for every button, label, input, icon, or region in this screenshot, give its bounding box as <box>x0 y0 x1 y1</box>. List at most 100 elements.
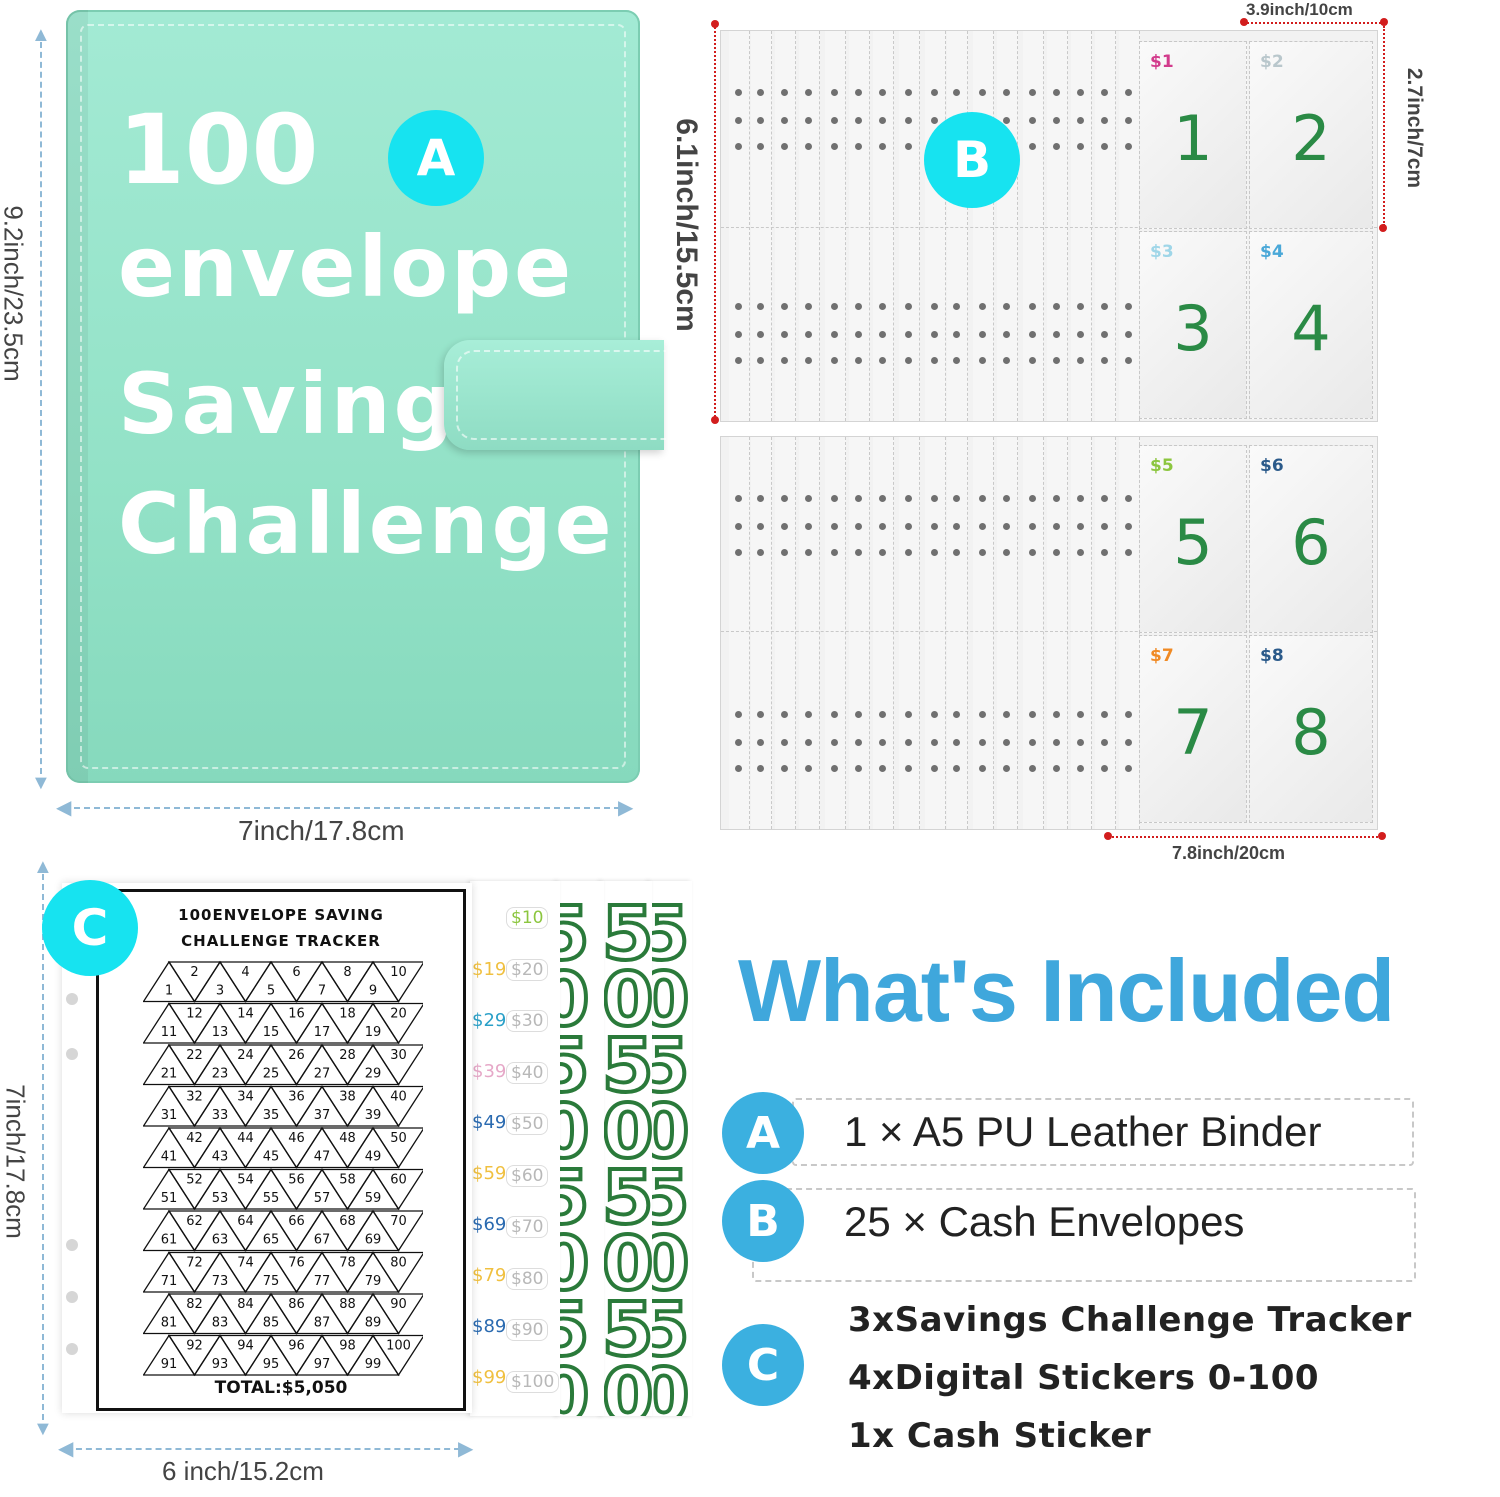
punch-hole <box>805 495 812 502</box>
punch-hole <box>757 765 764 772</box>
tracker-triangle[interactable] <box>371 961 423 1003</box>
sheet-width-label: 7.8inch/20cm <box>1172 843 1286 863</box>
digit-sticker: 5 <box>556 889 591 979</box>
envelope-edge <box>1023 437 1044 829</box>
punch-hole <box>1053 89 1060 96</box>
digit-sticker: 0 <box>600 1351 652 1416</box>
cash-sticker: $60 <box>506 1164 549 1187</box>
punch-hole <box>735 739 742 746</box>
pocket-tag: $3 <box>1150 242 1174 262</box>
punch-hole <box>1077 523 1084 530</box>
punch-hole <box>831 143 838 150</box>
tracker-triangle[interactable] <box>371 1168 423 1211</box>
envelope-pocket-7: $7 7 <box>1139 635 1247 823</box>
tracker-triangle[interactable] <box>371 1002 423 1045</box>
punch-hole <box>781 711 788 718</box>
punch-hole <box>781 331 788 338</box>
punch-hole <box>781 495 788 502</box>
punch-hole <box>1029 357 1036 364</box>
cash-sticker: $100 <box>506 1370 560 1393</box>
punch-hole <box>757 549 764 556</box>
tracker-number: 52 <box>186 1173 203 1188</box>
tracker-number: 13 <box>212 1025 229 1040</box>
tracker-triangle[interactable] <box>371 1210 423 1252</box>
envelope-pocket-2: $2 2 <box>1249 41 1373 229</box>
envelope-edge <box>1119 437 1140 829</box>
punch-hole <box>879 357 886 364</box>
tracker-triangle[interactable] <box>371 1334 423 1377</box>
punch-hole <box>1053 117 1060 124</box>
tracker-triangle[interactable] <box>371 1293 423 1335</box>
tracker-number: 56 <box>288 1173 305 1188</box>
cover-title-envelope: envelope <box>118 218 575 316</box>
punch-hole <box>805 523 812 530</box>
digit-sticker: 5 <box>556 1285 591 1375</box>
punch-hole <box>805 303 812 310</box>
binder-height-dimension-line <box>40 32 42 784</box>
punch-hole <box>1029 303 1036 310</box>
tracker-number: 62 <box>186 1214 203 1229</box>
punch-hole <box>1101 495 1108 502</box>
tracker-number: 73 <box>212 1274 229 1289</box>
punch-hole <box>735 117 742 124</box>
pocket-width-label: 3.9inch/10cm <box>1246 0 1353 19</box>
tracker-number: 24 <box>237 1048 254 1063</box>
envelope-height-label: 6.1inch/15.5cm <box>670 118 703 332</box>
digit-sticker: 0 <box>648 1219 691 1309</box>
tracker-number: 86 <box>288 1297 305 1312</box>
punch-hole <box>855 143 862 150</box>
digit-sticker: 0 <box>648 1351 691 1416</box>
tracker-number: 50 <box>390 1131 407 1146</box>
tracker-title-line2: CHALLENGE TRACKER <box>181 932 381 950</box>
tracker-number: 2 <box>190 965 198 980</box>
envelope-edge <box>729 437 750 829</box>
punch-hole <box>855 765 862 772</box>
cash-sticker: $69 <box>472 1214 507 1235</box>
tracker-triangle[interactable] <box>371 1127 423 1169</box>
tracker-triangle[interactable] <box>371 1251 423 1294</box>
tracker-number: 18 <box>339 1007 356 1022</box>
punch-hole <box>781 143 788 150</box>
digit-sticker: 5 <box>648 1285 691 1375</box>
punch-hole <box>879 331 886 338</box>
punch-hole <box>905 143 912 150</box>
punch-hole <box>1077 765 1084 772</box>
punch-hole <box>757 303 764 310</box>
punch-hole <box>931 331 938 338</box>
tracker-number: 1 <box>165 984 173 999</box>
punch-hole <box>1029 549 1036 556</box>
envelope-pocket-1: $1 1 <box>1139 41 1247 229</box>
tracker-width-label: 6 inch/15.2cm <box>162 1456 324 1486</box>
punch-hole <box>1029 495 1036 502</box>
punch-hole <box>1125 549 1132 556</box>
digit-sticker: 0 <box>600 1219 652 1309</box>
punch-hole <box>735 357 742 364</box>
included-item-c-line2: 4xDigital Stickers 0-100 <box>848 1358 1320 1398</box>
tracker-number: 45 <box>263 1150 280 1165</box>
punch-hole <box>1003 303 1010 310</box>
cash-sticker: $19 <box>472 959 507 980</box>
punch-hole <box>1003 495 1010 502</box>
punch-hole <box>1029 711 1036 718</box>
tracker-triangle[interactable] <box>371 1085 423 1128</box>
punch-hole <box>757 143 764 150</box>
envelope-edge <box>775 437 796 829</box>
tracker-number: 100 <box>386 1339 411 1354</box>
punch-hole <box>757 117 764 124</box>
pocket-tag: $5 <box>1150 456 1174 476</box>
tracker-number: 98 <box>339 1339 356 1354</box>
tracker-number: 14 <box>237 1007 254 1022</box>
tracker-number: 42 <box>186 1131 203 1146</box>
binder-width-label: 7inch/17.8cm <box>238 815 405 846</box>
envelope-edge <box>1023 31 1044 421</box>
tracker-triangle[interactable] <box>371 1044 423 1086</box>
punch-hole <box>735 143 742 150</box>
punch-hole <box>1125 117 1132 124</box>
tracker-width-arrow-left-icon: ◀ <box>58 1438 74 1460</box>
tracker-height-dimension-line <box>42 864 44 1430</box>
badge-a-binder: A <box>388 110 484 206</box>
punch-hole <box>1003 331 1010 338</box>
punch-hole <box>931 117 938 124</box>
cover-title-100: 100 <box>118 94 319 206</box>
